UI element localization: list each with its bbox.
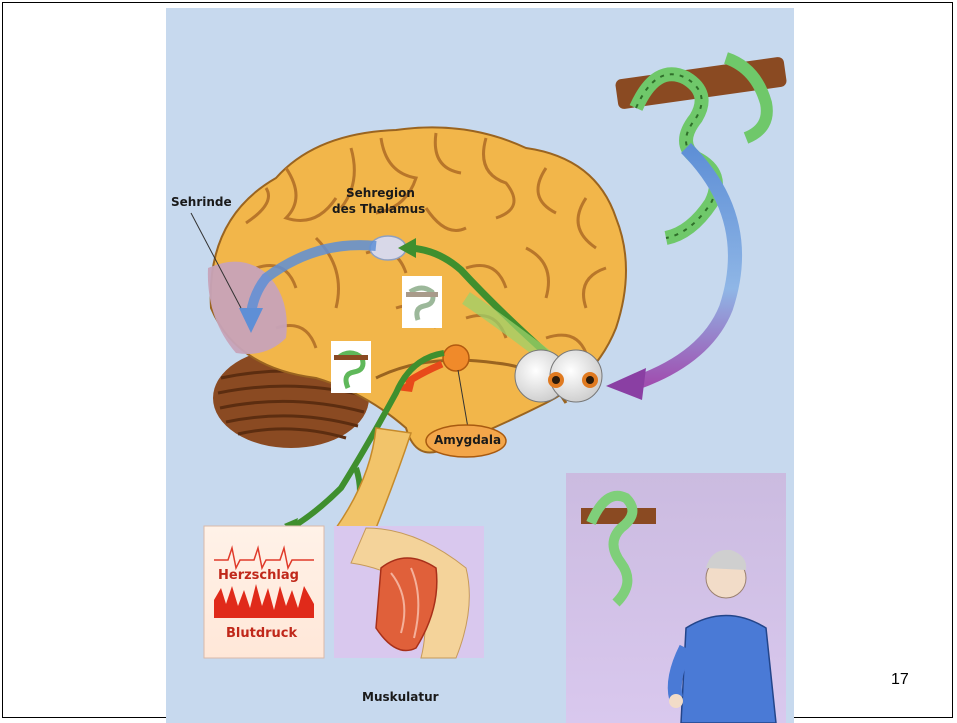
thalamus-label-line1: Sehregion (346, 186, 415, 200)
thalamus-label-line2: des Thalamus (332, 202, 425, 216)
page-number: 17 (891, 671, 909, 689)
musculature-label: Muskulatur (362, 690, 439, 704)
snake-thumbnail-lower (331, 341, 371, 393)
visual-cortex-label: Sehrinde (171, 195, 232, 209)
illustration-canvas (166, 8, 794, 723)
muscle-panel (334, 526, 484, 658)
amygdala-marker (443, 345, 469, 371)
blood-pressure-label: Blutdruck (226, 626, 297, 641)
heartbeat-label: Herzschlag (218, 568, 299, 583)
snake-thumbnail-upper (402, 276, 442, 328)
amygdala-label: Amygdala (434, 433, 501, 447)
brain-fear-pathway-illustration: Sehrinde Sehregion des Thalamus Amygdala… (166, 8, 794, 723)
eyes (515, 350, 602, 402)
person-scene-panel (566, 473, 786, 723)
